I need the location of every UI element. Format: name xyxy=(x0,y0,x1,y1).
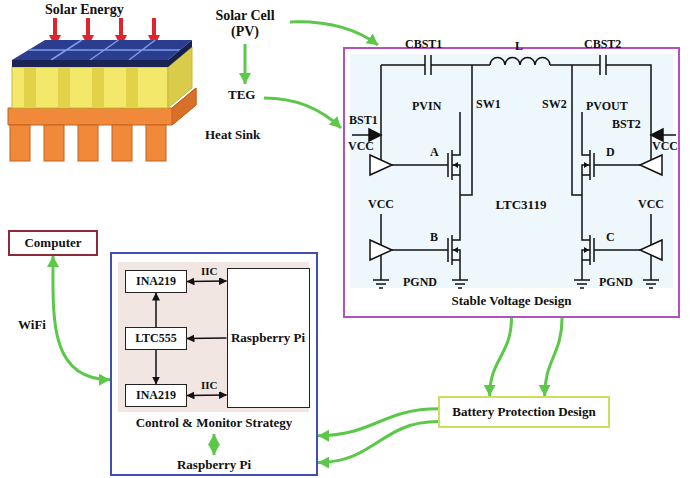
solar-panel xyxy=(12,60,168,67)
signal-name: PVIN xyxy=(412,100,441,114)
mosfet-symbols xyxy=(582,230,602,270)
signal-name: CBST1 xyxy=(405,38,442,52)
part-name: Heat Sink xyxy=(205,128,260,143)
edge-label: IIC xyxy=(199,379,220,392)
converter-schematic xyxy=(392,165,640,250)
signal-name: BST1 xyxy=(349,114,378,128)
signal-name: D xyxy=(606,146,615,160)
edge-label: IIC xyxy=(199,265,220,278)
flow-arrows xyxy=(244,44,247,84)
heat-sink xyxy=(146,125,166,161)
mosfet-symbols xyxy=(440,145,460,185)
flow-arrow xyxy=(545,318,562,396)
bus-arrow xyxy=(187,337,227,339)
bus-arrow xyxy=(155,350,157,384)
converter-schematic xyxy=(370,155,392,175)
teg-module xyxy=(58,67,70,108)
part-name: Solar Cell (PV) xyxy=(205,8,285,40)
solar-panel xyxy=(168,40,192,67)
signal-name: VCC xyxy=(368,198,394,212)
double-arrow xyxy=(213,434,216,455)
converter-schematic xyxy=(352,55,676,280)
ground-symbols xyxy=(452,280,468,288)
teg-module xyxy=(12,67,168,108)
signal-name: SW2 xyxy=(542,98,567,112)
mosfet-symbols xyxy=(440,230,460,270)
chip-box: INA219 xyxy=(125,270,187,293)
part-name: TEG xyxy=(228,88,255,103)
signal-name: PVOUT xyxy=(586,100,628,114)
computer-box: Computer xyxy=(8,230,98,256)
heat-sink xyxy=(44,125,64,161)
solar-panel xyxy=(29,40,181,60)
box-label: Control & Monitor Strategy xyxy=(112,416,316,431)
signal-name: BST2 xyxy=(612,118,641,132)
flow-arrows xyxy=(264,98,341,128)
teg-module xyxy=(92,67,104,108)
converter-schematic xyxy=(490,58,550,65)
ground-symbols xyxy=(643,280,659,288)
converter-schematic xyxy=(460,65,582,230)
solar-panel xyxy=(12,40,192,67)
signal-name: C xyxy=(606,231,615,245)
signal-name: PGND xyxy=(403,276,437,290)
mosfet-symbols xyxy=(582,145,602,185)
signal-name: PGND xyxy=(599,276,633,290)
part-name: Solar Energy xyxy=(45,2,124,18)
mosfet-symbols xyxy=(440,145,602,270)
converter-schematic xyxy=(460,112,582,145)
signal-name: B xyxy=(430,231,438,245)
signal-name: CBST2 xyxy=(584,38,621,52)
heat-sink xyxy=(112,125,132,161)
teg-module xyxy=(24,67,138,108)
platform-label: Raspberry Pi xyxy=(177,458,251,473)
converter-schematic xyxy=(425,55,606,75)
ground-symbols xyxy=(574,280,590,288)
box-label: INA219 xyxy=(136,275,176,289)
control-panel-ground xyxy=(118,262,309,412)
teg-module xyxy=(126,67,138,108)
edge-label: WiFi xyxy=(16,318,48,333)
chip-box: LTC555 xyxy=(125,327,187,350)
converter-schematic xyxy=(381,214,651,280)
box-label: INA219 xyxy=(136,389,176,403)
box-label: Raspberry Pi xyxy=(231,331,305,346)
heat-sink xyxy=(10,125,30,161)
solar-panel xyxy=(12,40,192,60)
flow-arrow xyxy=(53,256,110,380)
flow-arrow xyxy=(318,422,438,463)
converter-schematic xyxy=(352,134,676,136)
flow-arrows xyxy=(290,22,378,45)
signal-name: A xyxy=(430,146,439,160)
signal-name: SW1 xyxy=(476,98,501,112)
converter-schematic xyxy=(381,65,651,160)
heat-sink xyxy=(78,125,98,161)
flow-arrow xyxy=(490,318,512,396)
controller-box: Raspberry Pi xyxy=(227,268,310,408)
box-label: Computer xyxy=(24,236,81,251)
teg-module xyxy=(24,67,36,108)
bus-arrow xyxy=(155,293,157,327)
signal-name: LTC3119 xyxy=(496,198,547,213)
chip-box: INA219 xyxy=(125,384,187,407)
signal-name: VCC xyxy=(638,198,664,212)
box-label: Battery Protection Design xyxy=(452,405,595,420)
process-box: Battery Protection Design xyxy=(438,396,610,428)
bus-arrow xyxy=(187,280,227,282)
signal-name: VCC xyxy=(348,140,374,154)
signal-name: L xyxy=(515,40,523,54)
schematic-ground xyxy=(350,54,673,288)
bus-arrow xyxy=(187,394,227,396)
signal-name: VCC xyxy=(652,140,678,154)
ground-symbols xyxy=(373,280,389,288)
group-box: Control & Monitor StrategyINA219LTC555IN… xyxy=(110,252,318,476)
converter-schematic xyxy=(640,155,662,175)
box-label: LTC555 xyxy=(135,332,177,346)
box-label: Stable Voltage Design xyxy=(345,294,678,309)
